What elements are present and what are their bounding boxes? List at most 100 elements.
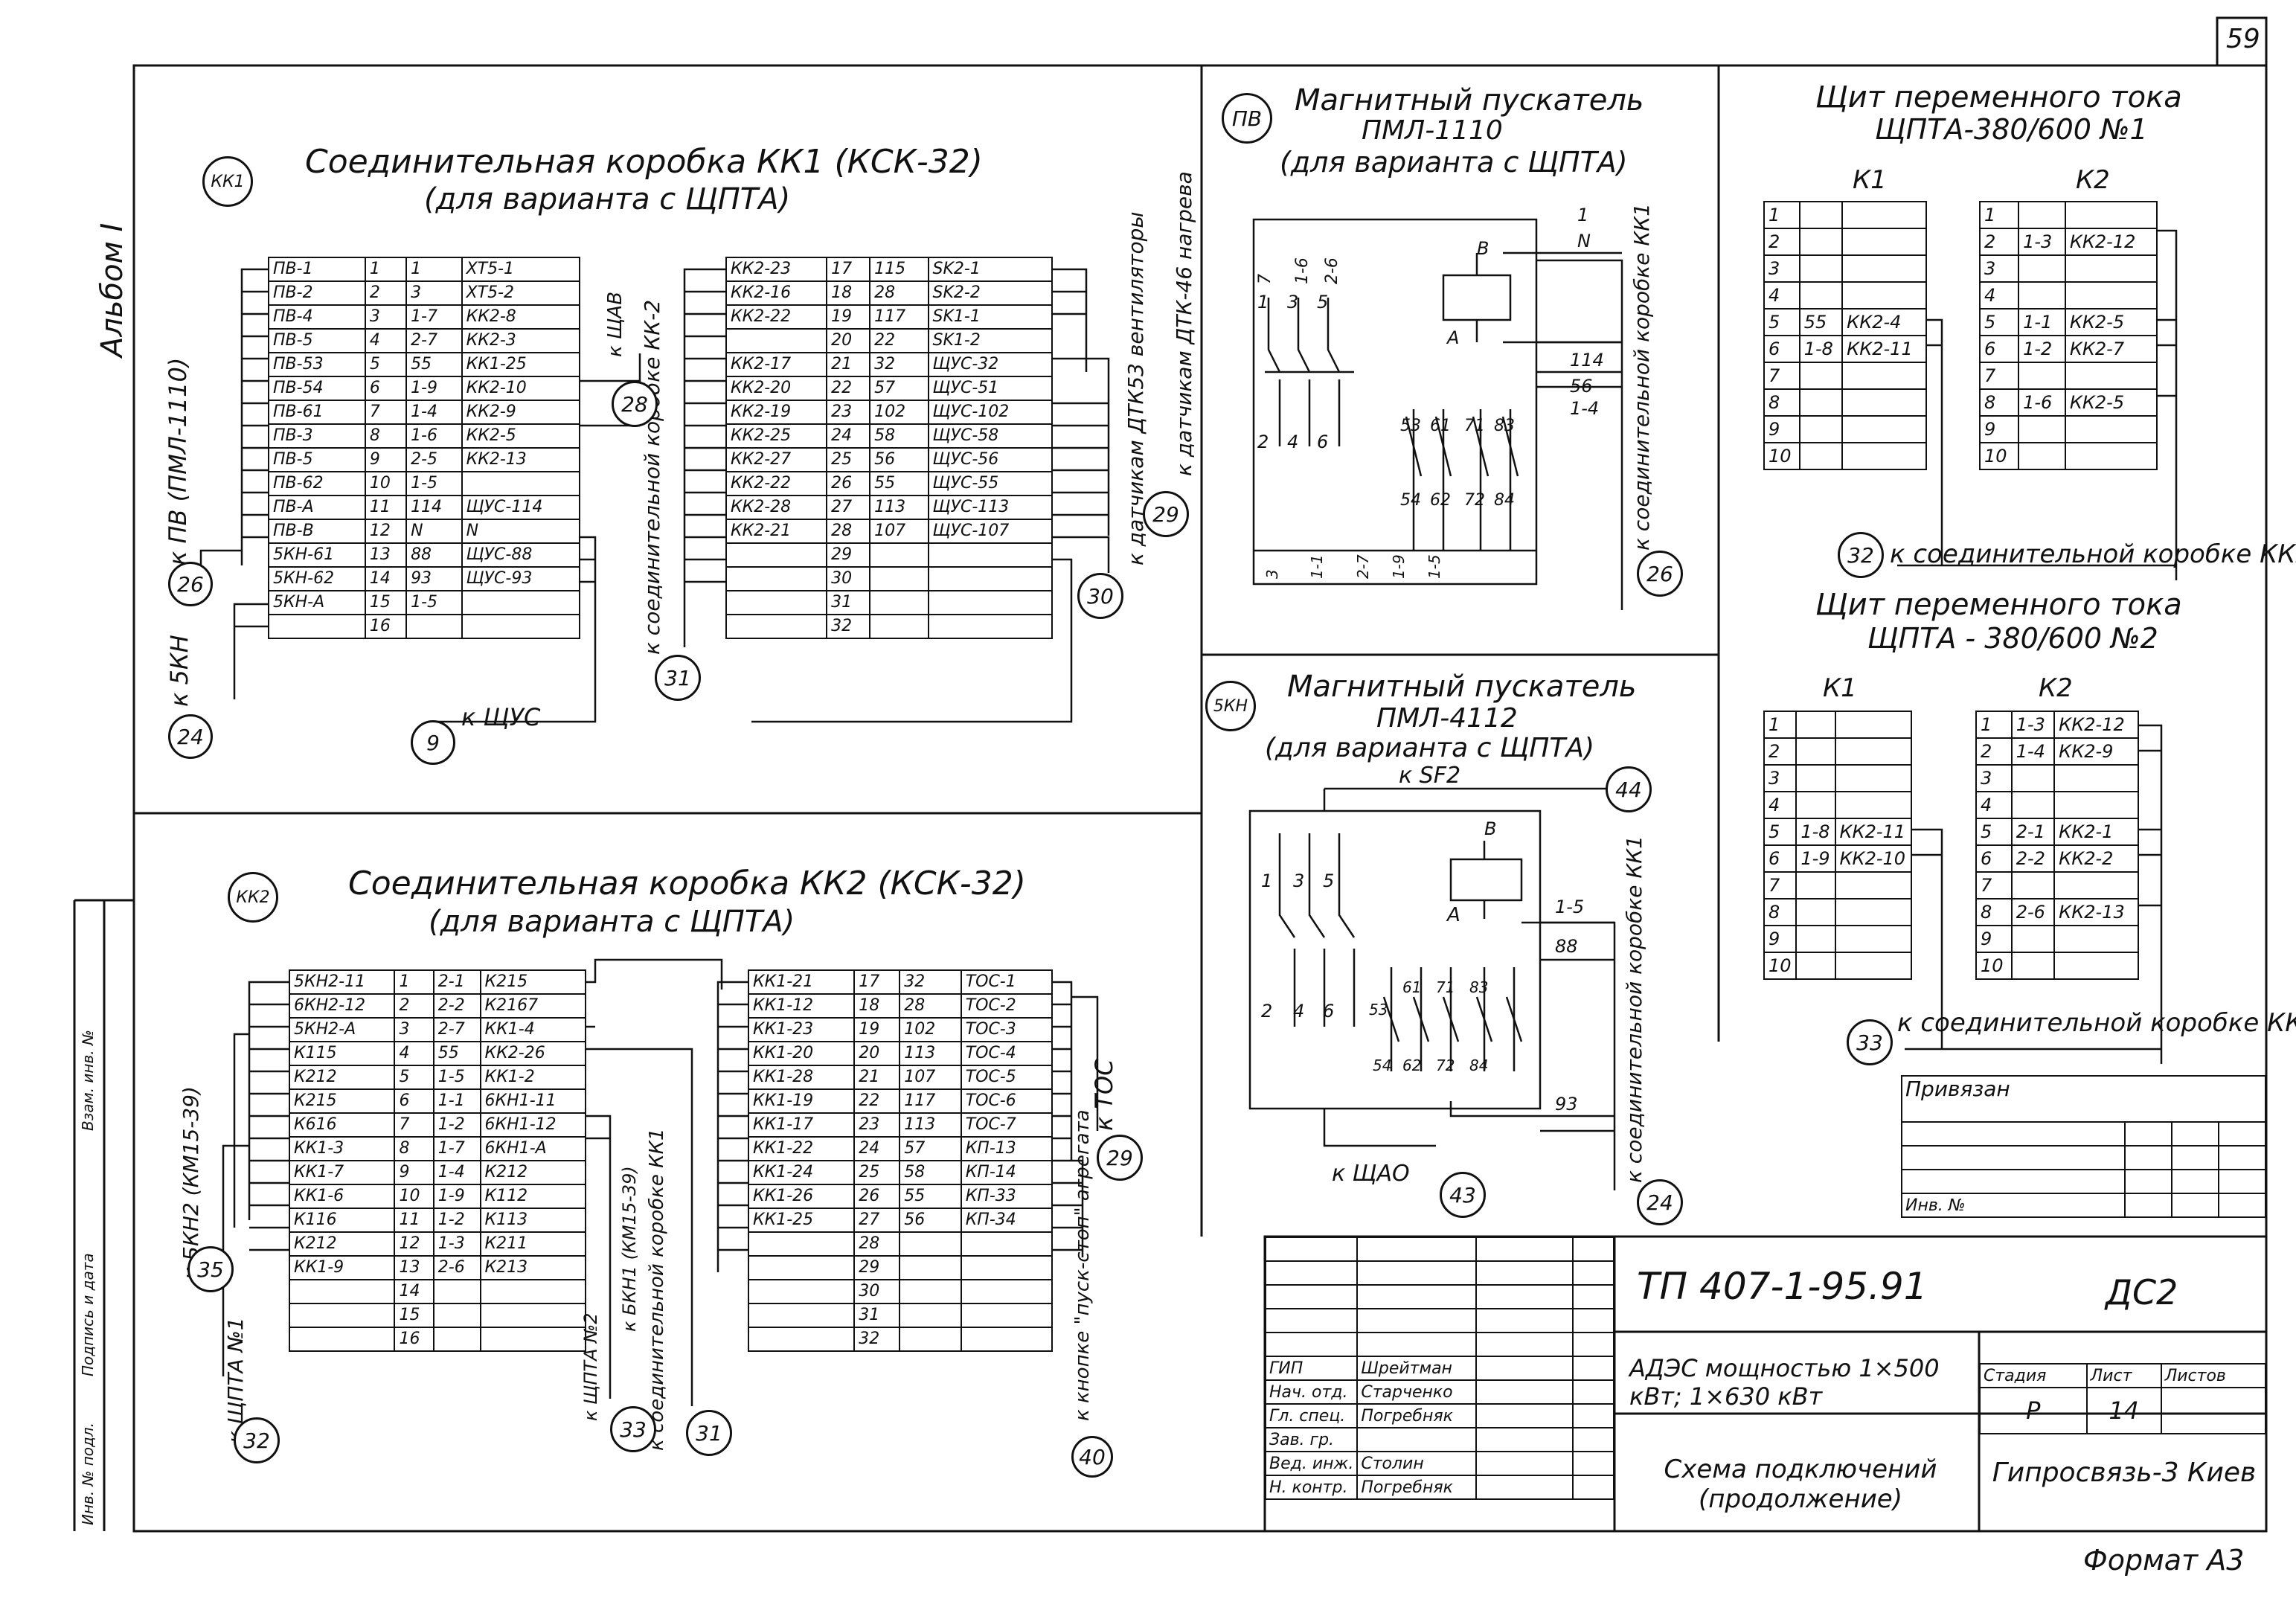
table-cell: 2 bbox=[394, 993, 434, 1019]
skn-contact-6: 6 bbox=[1323, 1001, 1335, 1022]
table-cell: 2-6 bbox=[2010, 898, 2056, 926]
table-cell bbox=[747, 1279, 856, 1304]
table-cell: 2-7 bbox=[405, 328, 463, 353]
table-cell: 13 bbox=[394, 1255, 434, 1280]
table-cell: 28 bbox=[853, 1231, 901, 1257]
pv-contact-84: 84 bbox=[1494, 491, 1515, 510]
skn-contact-1: 1 bbox=[1261, 870, 1273, 891]
table-cell: КК2-7 bbox=[2064, 335, 2158, 363]
table-cell bbox=[927, 542, 1053, 568]
table-cell: 9 bbox=[1975, 925, 2013, 953]
table-cell bbox=[1798, 362, 1844, 390]
table-cell: 1-1 bbox=[2018, 308, 2066, 336]
table-cell: 55 bbox=[899, 1184, 962, 1209]
table-cell: 16 bbox=[364, 614, 408, 639]
table-cell: 23 bbox=[826, 400, 871, 425]
table-cell: 1-8 bbox=[1798, 335, 1844, 363]
table-cell bbox=[1798, 201, 1844, 229]
table-cell: 32 bbox=[826, 614, 871, 639]
table-cell: 114 bbox=[405, 495, 463, 520]
kk1-circle-31: 31 bbox=[655, 655, 701, 701]
table-row: 4 bbox=[1978, 281, 2158, 310]
table-cell bbox=[479, 1327, 587, 1352]
table-cell bbox=[1834, 898, 1913, 926]
table-cell bbox=[461, 614, 581, 639]
table-cell: 1 bbox=[364, 257, 408, 282]
kk1-title: Соединительная коробка КК1 (КСК-32) bbox=[305, 143, 983, 181]
table-cell bbox=[268, 614, 366, 639]
pv-contact-6: 6 bbox=[1317, 432, 1329, 452]
table-cell: КК2-13 bbox=[461, 447, 581, 472]
table-cell bbox=[1841, 201, 1927, 229]
skn-badge: 5КН bbox=[1205, 681, 1256, 731]
table-cell bbox=[899, 1303, 962, 1328]
table-cell: 12 bbox=[364, 519, 408, 544]
kk1-circle-24: 24 bbox=[168, 714, 213, 759]
stamp-sheet-code: ДС2 bbox=[2106, 1272, 2178, 1312]
listov-hdr: Листов bbox=[2160, 1363, 2267, 1388]
table-cell bbox=[1841, 281, 1927, 310]
table-cell: 22 bbox=[869, 328, 929, 353]
table-cell: 17 bbox=[826, 257, 871, 282]
skn-coil-a: А bbox=[1447, 904, 1460, 926]
kk2-circle-40: 40 bbox=[1071, 1436, 1113, 1478]
table-cell: 27 bbox=[826, 495, 871, 520]
table-row: 4 bbox=[1975, 791, 2139, 819]
table-cell: КК1-3 bbox=[288, 1136, 396, 1161]
table-cell bbox=[747, 1327, 856, 1352]
table-cell bbox=[747, 1231, 856, 1257]
table-cell: ЩУС-102 bbox=[927, 400, 1053, 425]
table-cell: SK2-1 bbox=[927, 257, 1053, 282]
table-cell: 5 bbox=[1763, 818, 1798, 846]
table-cell: 11 bbox=[394, 1208, 434, 1233]
table-cell: КК1-28 bbox=[747, 1065, 856, 1090]
skn-circle-24: 24 bbox=[1637, 1179, 1683, 1225]
table-cell bbox=[2018, 281, 2066, 310]
table-cell: 6КН1-А bbox=[479, 1136, 587, 1161]
table-cell bbox=[432, 1303, 481, 1328]
table-cell: КК1-24 bbox=[747, 1160, 856, 1185]
table-cell: 14 bbox=[394, 1279, 434, 1304]
table-cell bbox=[2010, 791, 2056, 819]
kk1-circle-30: 30 bbox=[1077, 573, 1123, 619]
table-cell: КК1-9 bbox=[288, 1255, 396, 1280]
table-row: 9 bbox=[1975, 925, 2139, 953]
table-cell: К211 bbox=[479, 1231, 587, 1257]
table-cell bbox=[1841, 388, 1927, 417]
table-cell: К113 bbox=[479, 1208, 587, 1233]
pv-term-56: 56 bbox=[1570, 376, 1593, 397]
pv-badge: ПВ bbox=[1222, 93, 1272, 144]
table-cell: 1-8 bbox=[1795, 818, 1836, 846]
table-cell: ТОС-5 bbox=[960, 1065, 1054, 1090]
table-cell: 1 bbox=[405, 257, 463, 282]
table-cell: 31 bbox=[826, 590, 871, 615]
table-cell: 21 bbox=[826, 352, 871, 377]
table-cell: 19 bbox=[853, 1017, 901, 1042]
table-cell: 7 bbox=[1763, 362, 1800, 390]
table-cell bbox=[1841, 228, 1927, 256]
table-cell: 113 bbox=[899, 1112, 962, 1138]
table-row: 10 bbox=[1763, 952, 1913, 980]
pv-title: Магнитный пускатель bbox=[1295, 83, 1644, 118]
table-cell: КК2-9 bbox=[2053, 737, 2139, 766]
table-cell: ПВ-В bbox=[268, 519, 366, 544]
skn-contact-83: 83 bbox=[1469, 978, 1489, 996]
name-nach: Старченко bbox=[1356, 1379, 1478, 1405]
table-cell bbox=[2010, 925, 2056, 953]
table-cell: 3 bbox=[364, 304, 408, 330]
table-cell: 32 bbox=[853, 1327, 901, 1352]
table-cell: 1 bbox=[394, 969, 434, 995]
table-cell bbox=[2064, 201, 2158, 229]
